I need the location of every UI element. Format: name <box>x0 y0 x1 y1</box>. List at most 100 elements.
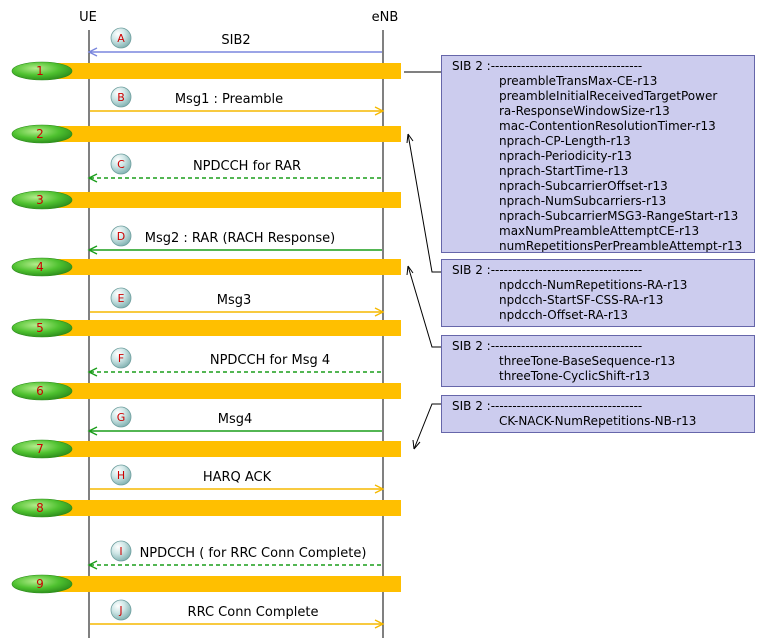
message-b: B Msg1 : Preamble <box>90 86 385 116</box>
process-bar: 6 <box>11 381 401 401</box>
step-marker <box>110 540 132 562</box>
step-marker-letter: A <box>117 32 125 45</box>
message-label: Msg2 : RAR (RACH Response) <box>145 231 335 246</box>
note-connector <box>407 265 441 348</box>
message-label: HARQ ACK <box>203 470 272 485</box>
note-header: SIB 2 :---------------------------------… <box>452 263 643 277</box>
step-marker <box>110 86 132 108</box>
bar-number: 5 <box>36 321 44 335</box>
message-arrowhead <box>87 173 98 183</box>
bar-number: 6 <box>36 384 44 398</box>
bar-body <box>38 500 401 516</box>
process-bar: 7 <box>11 439 401 459</box>
note-parameter: CK-NACK-NumRepetitions-NB-r13 <box>499 414 697 428</box>
sib2-note: SIB 2 :---------------------------------… <box>441 259 755 327</box>
note-parameter: nprach-NumSubcarriers-r13 <box>499 194 667 208</box>
message-arrowhead <box>87 47 98 57</box>
message-arrowhead <box>87 560 98 570</box>
sib2-note: SIB 2 :---------------------------------… <box>441 395 755 433</box>
note-parameter: npdcch-Offset-RA-r13 <box>499 308 629 322</box>
process-bar: 9 <box>11 574 401 594</box>
process-bars: 1 2 3 4 5 6 7 8 9 <box>11 61 401 594</box>
bar-body <box>38 192 401 208</box>
message-label: RRC Conn Complete <box>188 605 319 620</box>
bar-body <box>38 126 401 142</box>
sib2-note: SIB 2 :---------------------------------… <box>441 55 755 253</box>
message-label: NPDCCH for RAR <box>193 159 301 174</box>
note-parameter: ra-ResponseWindowSize-r13 <box>499 104 670 118</box>
message-d: D Msg2 : RAR (RACH Response) <box>87 225 382 255</box>
message-arrowhead <box>374 619 385 629</box>
process-bar: 4 <box>11 257 401 277</box>
bar-cap <box>11 124 73 144</box>
note-parameter: preambleInitialReceivedTargetPower <box>499 89 718 103</box>
note-parameter: nprach-Periodicity-r13 <box>499 149 632 163</box>
bar-number: 8 <box>36 501 44 515</box>
bar-body <box>38 576 401 592</box>
note-header: SIB 2 :---------------------------------… <box>452 339 643 353</box>
message-label: Msg3 <box>217 293 252 308</box>
step-marker-letter: E <box>118 292 125 305</box>
bar-body <box>38 259 401 275</box>
note-connectors <box>404 71 441 450</box>
note-header: SIB 2 :---------------------------------… <box>452 399 643 413</box>
step-marker-letter: D <box>117 230 125 243</box>
step-marker-letter: B <box>117 91 125 104</box>
note-parameter: npdcch-StartSF-CSS-RA-r13 <box>499 293 664 307</box>
step-marker <box>110 599 132 621</box>
note-parameter: mac-ContentionResolutionTimer-r13 <box>499 119 716 133</box>
note-parameter: threeTone-BaseSequence-r13 <box>499 354 676 368</box>
note-connector-arrowhead <box>406 265 414 276</box>
bar-cap <box>11 574 73 594</box>
message-label: Msg1 : Preamble <box>175 92 283 107</box>
bar-number: 4 <box>36 260 44 274</box>
message-label: NPDCCH for Msg 4 <box>210 353 330 368</box>
process-bar: 2 <box>11 124 401 144</box>
note-parameter: nprach-SubcarrierOffset-r13 <box>499 179 668 193</box>
note-connector <box>413 403 441 450</box>
note-parameter: preambleTransMax-CE-r13 <box>499 74 658 88</box>
step-marker <box>110 287 132 309</box>
enb-lifeline-label: eNB <box>372 10 399 25</box>
step-marker <box>110 27 132 49</box>
bar-body <box>38 383 401 399</box>
step-marker <box>110 464 132 486</box>
step-marker-letter: G <box>117 411 126 424</box>
bar-number: 9 <box>36 577 44 591</box>
bar-number: 3 <box>36 193 44 207</box>
message-i: I NPDCCH ( for RRC Conn Complete) <box>87 540 382 570</box>
note-connector-arrowhead <box>412 439 421 450</box>
process-bar: 8 <box>11 498 401 518</box>
step-marker <box>110 406 132 428</box>
bar-cap <box>11 257 73 277</box>
note-header: SIB 2 :---------------------------------… <box>452 59 643 73</box>
bar-cap <box>11 381 73 401</box>
bar-cap <box>11 439 73 459</box>
process-bar: 3 <box>11 190 401 210</box>
step-marker-letter: C <box>117 158 125 171</box>
message-arrowhead <box>374 307 385 317</box>
note-parameter: nprach-CP-Length-r13 <box>499 134 631 148</box>
step-marker-letter: I <box>119 545 122 558</box>
note-parameter: numRepetitionsPerPreambleAttempt-r13 <box>499 239 743 253</box>
step-marker-letter: H <box>117 469 125 482</box>
process-bar: 5 <box>11 318 401 338</box>
bar-body <box>38 320 401 336</box>
process-bar: 1 <box>11 61 401 81</box>
note-parameter: threeTone-CyclicShift-r13 <box>499 369 650 383</box>
message-label: NPDCCH ( for RRC Conn Complete) <box>140 546 367 561</box>
note-parameter: nprach-StartTime-r13 <box>499 164 629 178</box>
ue-lifeline-label: UE <box>79 10 97 25</box>
step-marker-letter: F <box>118 352 124 365</box>
bar-number: 7 <box>36 442 44 456</box>
message-arrowhead <box>374 106 385 116</box>
step-marker <box>110 347 132 369</box>
message-f: F NPDCCH for Msg 4 <box>87 347 382 377</box>
